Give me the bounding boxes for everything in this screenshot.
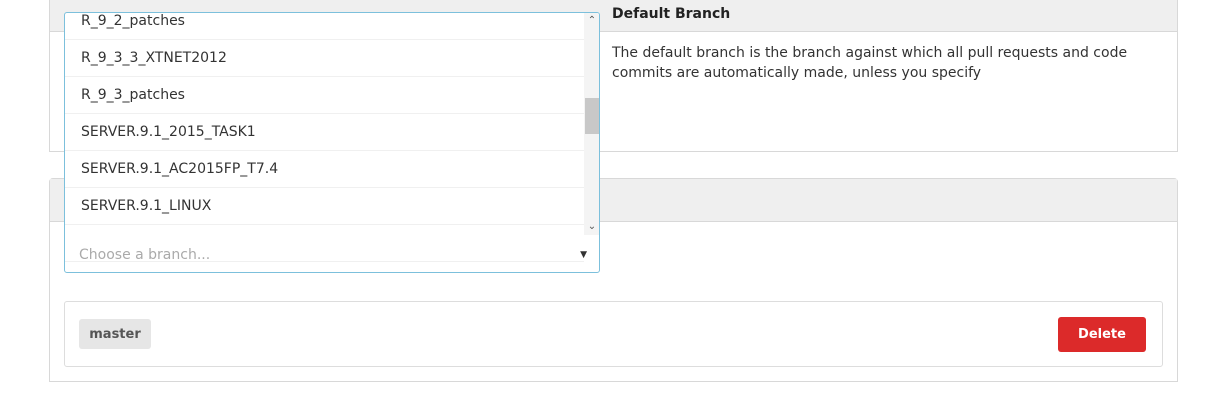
- branch-option[interactable]: R_9_3_3_XTNET2012: [65, 40, 584, 77]
- branch-option[interactable]: R_9_3_patches: [65, 77, 584, 114]
- branch-select-placeholder: Choose a branch...: [79, 247, 211, 263]
- branch-option[interactable]: SERVER.9.1_2015_TASK1: [65, 114, 584, 151]
- delete-button[interactable]: Delete: [1058, 317, 1146, 352]
- caret-down-icon: ▼: [580, 250, 587, 260]
- scrollbar[interactable]: ⌃ ⌄: [584, 13, 599, 235]
- branch-dropdown[interactable]: R_9_2_patches R_9_3_3_XTNET2012 R_9_3_pa…: [64, 12, 600, 273]
- scrollbar-thumb[interactable]: [585, 98, 599, 135]
- branch-option[interactable]: [65, 225, 584, 262]
- branch-list: R_9_2_patches R_9_3_3_XTNET2012 R_9_3_pa…: [65, 13, 584, 262]
- branch-row: master Delete: [64, 301, 1163, 367]
- branch-option[interactable]: SERVER.9.1_AC2015FP_T7.4: [65, 151, 584, 188]
- scroll-down-icon[interactable]: ⌄: [587, 221, 597, 232]
- panel-title: Default Branch: [612, 6, 731, 22]
- branch-option[interactable]: R_9_2_patches: [65, 13, 584, 40]
- branch-tag: master: [79, 319, 151, 349]
- panel-description: The default branch is the branch against…: [612, 45, 1128, 81]
- branch-select[interactable]: Choose a branch... ▼: [65, 237, 599, 272]
- branch-option[interactable]: SERVER.9.1_LINUX: [65, 188, 584, 225]
- scroll-up-icon[interactable]: ⌃: [587, 15, 597, 26]
